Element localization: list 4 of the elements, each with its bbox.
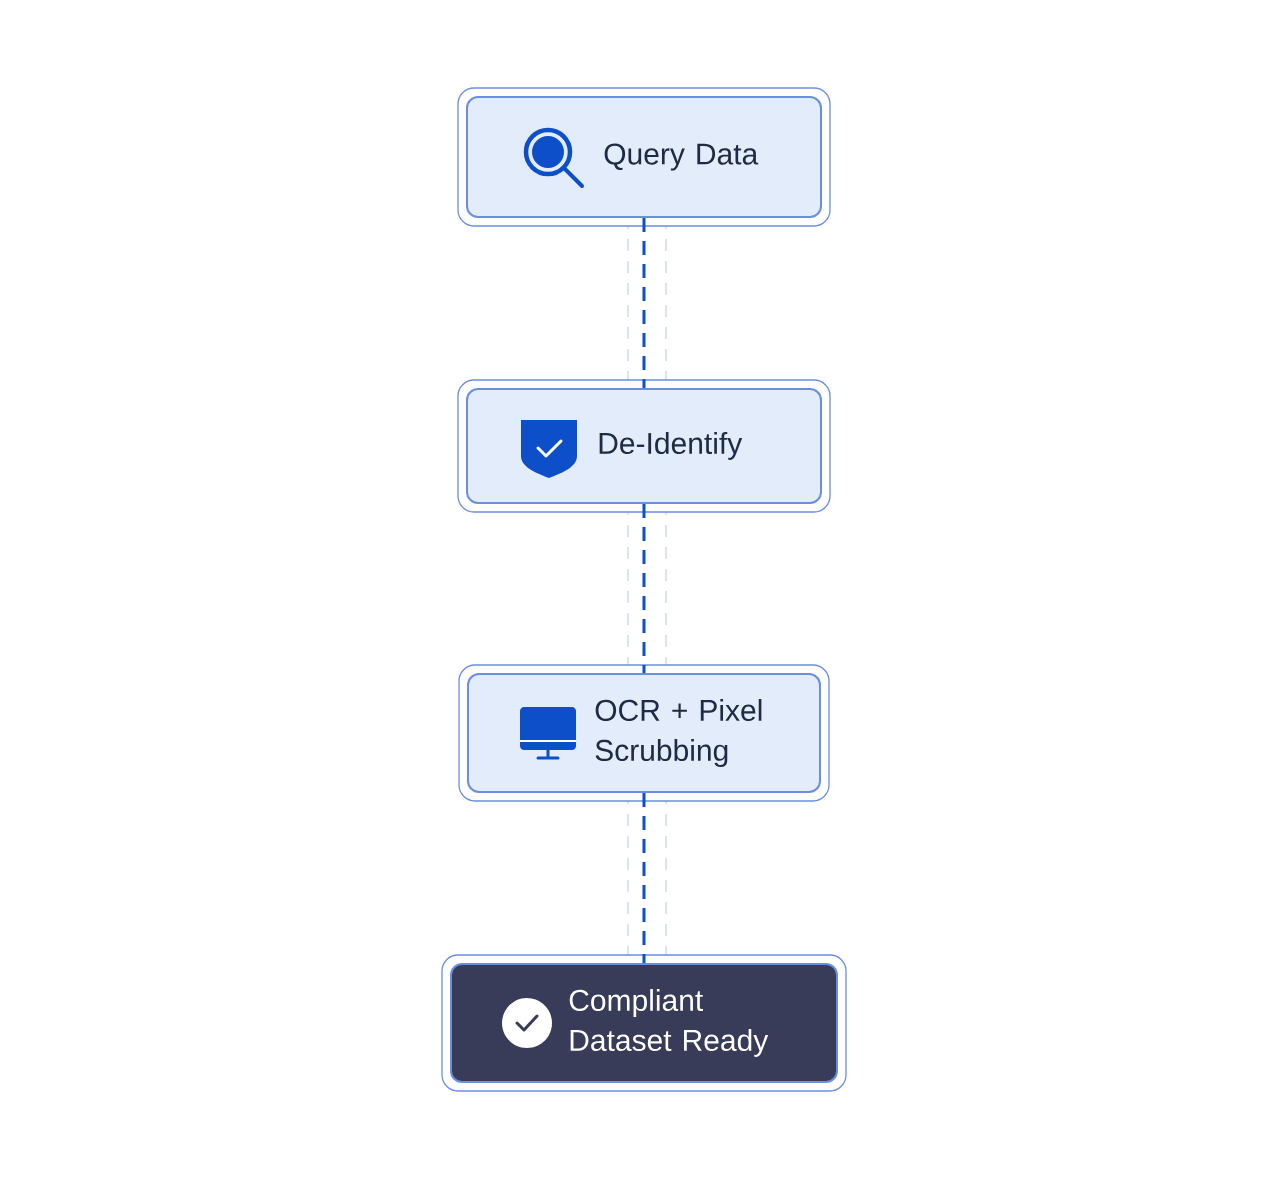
process-box: OCR + Pixel Scrubbing bbox=[458, 664, 830, 802]
status-box: Compliant Dataset Ready bbox=[441, 954, 847, 1092]
process-box: De-Identify bbox=[457, 379, 831, 513]
process-box: Query Data bbox=[457, 87, 831, 227]
